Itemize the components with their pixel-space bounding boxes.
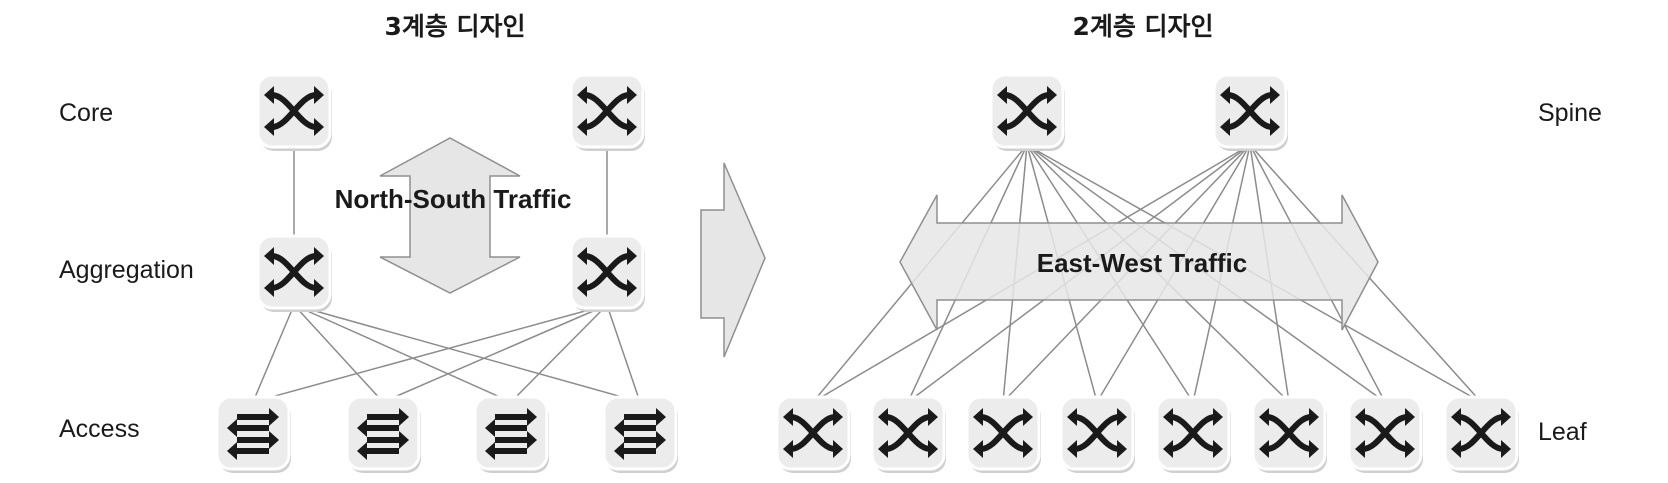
leaf-switch	[775, 395, 851, 473]
leaf-switch	[1251, 395, 1327, 473]
right-arrow-icon	[700, 162, 766, 358]
east-west-traffic-label: East-West Traffic	[1037, 248, 1247, 278]
right-design-title: 2계층 디자인	[1072, 12, 1213, 41]
link-agg1-access3	[293, 304, 512, 403]
left-links	[252, 145, 641, 403]
aggregation-switch	[256, 234, 332, 312]
switch-nodes	[215, 73, 1519, 473]
leaf-switch	[1443, 395, 1519, 473]
core-switch	[569, 73, 645, 151]
access-switch	[473, 395, 549, 473]
leaf-switch	[965, 395, 1041, 473]
leaf-switch	[1059, 395, 1135, 473]
tier-label-core: Core	[59, 99, 113, 127]
link-agg2-access1	[252, 304, 608, 403]
tier-label-aggregation: Aggregation	[59, 256, 194, 284]
leaf-switch	[1155, 395, 1231, 473]
access-switch	[602, 395, 678, 473]
spine-switch	[989, 73, 1065, 151]
tier-label-spine: Spine	[1538, 99, 1602, 127]
core-switch	[256, 73, 332, 151]
link-agg1-access2	[293, 304, 384, 403]
link-agg1-access1	[252, 304, 295, 403]
access-switch	[345, 395, 421, 473]
link-agg2-access4	[606, 304, 641, 403]
left-design-title: 3계층 디자인	[384, 12, 525, 41]
north-south-traffic-label: North-South Traffic	[335, 184, 572, 214]
leaf-switch	[870, 395, 946, 473]
leaf-switch	[1347, 395, 1423, 473]
link-agg2-access3	[510, 304, 608, 403]
tier-label-leaf: Leaf	[1538, 418, 1587, 446]
link-agg2-access2	[382, 304, 608, 403]
east-west-traffic-arrow	[899, 194, 1379, 331]
spine-switch	[1212, 73, 1288, 151]
tier-label-access: Access	[59, 415, 140, 443]
north-south-traffic-arrow	[379, 137, 521, 294]
link-agg1-access4	[293, 304, 641, 403]
access-switch	[215, 395, 291, 473]
aggregation-switch	[569, 234, 645, 312]
